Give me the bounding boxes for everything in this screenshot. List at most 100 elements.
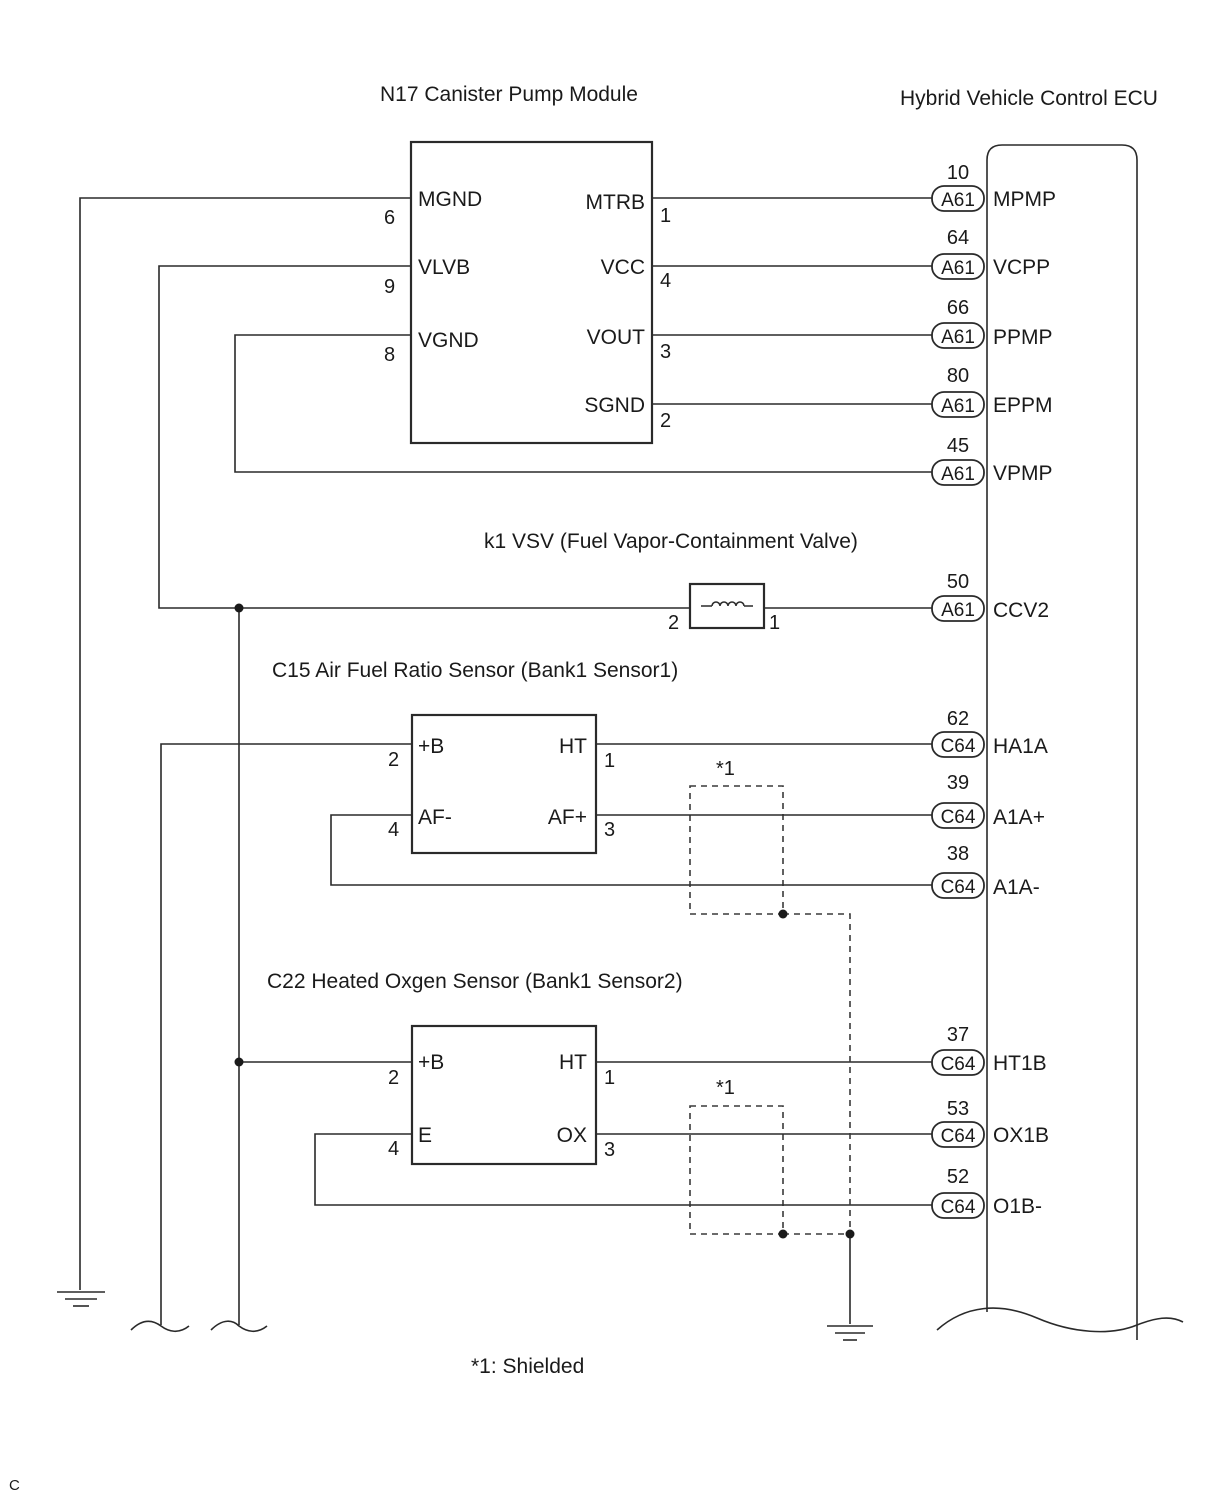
junction-dot xyxy=(778,1229,788,1239)
wire-af-afminus-a1aminus xyxy=(330,814,934,886)
ecu-break-line xyxy=(936,1307,1184,1333)
junction-dot xyxy=(234,603,244,613)
o2-pin-b: +B xyxy=(418,1051,444,1074)
pump-pin-vgnd-num: 8 xyxy=(384,344,395,366)
terminal-number: 38 xyxy=(947,843,969,865)
af-shield-drain xyxy=(783,913,851,1234)
terminal-name: HA1A xyxy=(993,735,1048,758)
connector-label: A61 xyxy=(941,258,975,279)
terminal-name: A1A+ xyxy=(993,806,1045,829)
ecu-title: Hybrid Vehicle Control ECU xyxy=(900,87,1158,110)
o2-pin-b-num: 2 xyxy=(388,1067,399,1089)
terminal-name: EPPM xyxy=(993,394,1053,417)
terminal-number: 64 xyxy=(947,227,969,249)
pump-pin-vgnd: VGND xyxy=(418,329,479,352)
pump-pin-mtrb: MTRB xyxy=(586,191,646,214)
connector-label: A61 xyxy=(941,396,975,417)
terminal-number: 50 xyxy=(947,571,969,593)
pump-module-title: N17 Canister Pump Module xyxy=(380,83,638,106)
ecu-terminal-ccv2: A61 50 CCV2 xyxy=(931,571,1049,622)
terminal-name: VCPP xyxy=(993,256,1050,279)
af-pin-b: +B xyxy=(418,735,444,758)
terminal-number: 80 xyxy=(947,365,969,387)
pump-pin-mgnd: MGND xyxy=(418,188,482,211)
pump-pin-sgnd-num: 2 xyxy=(660,410,671,432)
connector-label: A61 xyxy=(941,600,975,621)
o2-shield xyxy=(689,1105,784,1235)
ecu-terminal-mpmp: A61 10 MPMP xyxy=(931,162,1056,212)
pump-pin-vlvb-num: 9 xyxy=(384,276,395,298)
o2-pin-ht: HT xyxy=(559,1051,587,1074)
terminal-number: 10 xyxy=(947,162,969,184)
connector-label: C64 xyxy=(941,1126,976,1147)
ground-icon xyxy=(827,1325,873,1341)
connector-label: C64 xyxy=(941,1054,976,1075)
wire-af-b-supply xyxy=(160,743,412,1325)
af-shield-mark: *1 xyxy=(716,758,735,780)
connector-label: A61 xyxy=(941,190,975,211)
terminal-name: OX1B xyxy=(993,1124,1049,1147)
wire-break-icon xyxy=(210,1320,268,1333)
terminal-number: 53 xyxy=(947,1098,969,1120)
o2-sensor-title: C22 Heated Oxgen Sensor (Bank1 Sensor2) xyxy=(267,970,683,993)
ecu-terminal-o1bminus: C64 52 O1B- xyxy=(931,1166,1042,1219)
terminal-number: 39 xyxy=(947,772,969,794)
connector-label: C64 xyxy=(941,877,976,898)
o2-sensor-box xyxy=(410,1024,598,1166)
ecu-terminal-vcpp: A61 64 VCPP xyxy=(931,227,1050,280)
connector-badge xyxy=(931,731,985,758)
terminal-number: 37 xyxy=(947,1024,969,1046)
af-pin-afminus-num: 4 xyxy=(388,819,399,841)
connector-badge xyxy=(931,185,985,212)
terminal-name: HT1B xyxy=(993,1052,1047,1075)
ecu-terminal-ha1a: C64 62 HA1A xyxy=(931,708,1048,758)
ecu-terminal-vpmp: A61 45 VPMP xyxy=(931,435,1053,486)
connector-label: A61 xyxy=(941,464,975,485)
connector-badge xyxy=(931,459,985,486)
connector-badge xyxy=(931,872,985,899)
connector-label: C64 xyxy=(941,807,976,828)
connector-label: A61 xyxy=(941,327,975,348)
terminal-name: A1A- xyxy=(993,876,1040,899)
af-pin-afminus: AF- xyxy=(418,806,452,829)
af-pin-afplus-num: 3 xyxy=(604,819,615,841)
terminal-number: 52 xyxy=(947,1166,969,1188)
ecu-terminal-ox1b: C64 53 OX1B xyxy=(931,1098,1049,1148)
o2-pin-ht-num: 1 xyxy=(604,1067,615,1089)
pump-pin-vout: VOUT xyxy=(587,326,646,349)
connector-label: C64 xyxy=(941,1197,976,1218)
connector-badge xyxy=(931,802,985,829)
shield-legend: *1: Shielded xyxy=(471,1355,584,1378)
terminal-number: 66 xyxy=(947,297,969,319)
ecu-terminal-ht1b: C64 37 HT1B xyxy=(931,1024,1047,1076)
pump-pin-vlvb: VLVB xyxy=(418,256,470,279)
o2-pin-e: E xyxy=(418,1124,432,1147)
junction-dot xyxy=(845,1229,855,1239)
wire-mgnd-ground xyxy=(79,197,411,1290)
terminal-name: CCV2 xyxy=(993,599,1049,622)
connector-badge xyxy=(931,1192,985,1219)
pump-pin-vcc: VCC xyxy=(601,256,645,279)
connector-badge xyxy=(931,391,985,418)
ecu-terminal-a1aplus: C64 39 A1A+ xyxy=(931,772,1045,829)
o2-shield-mark: *1 xyxy=(716,1077,735,1099)
o2-pin-ox-num: 3 xyxy=(604,1139,615,1161)
connector-badge xyxy=(931,1121,985,1148)
af-sensor-title: C15 Air Fuel Ratio Sensor (Bank1 Sensor1… xyxy=(272,659,678,682)
connector-badge xyxy=(931,322,985,349)
ecu-terminal-eppm: A61 80 EPPM xyxy=(931,365,1053,418)
terminal-name: MPMP xyxy=(993,188,1056,211)
connector-badge xyxy=(931,253,985,280)
pump-module-box xyxy=(409,140,654,445)
connector-label: C64 xyxy=(941,736,976,757)
ground-icon xyxy=(57,1291,105,1307)
af-pin-b-num: 2 xyxy=(388,749,399,771)
ecu-terminal-ppmp: A61 66 PPMP xyxy=(931,297,1053,349)
pump-pin-vcc-num: 4 xyxy=(660,270,671,292)
terminal-name: O1B- xyxy=(993,1195,1042,1218)
af-pin-ht-num: 1 xyxy=(604,750,615,772)
terminal-number: 62 xyxy=(947,708,969,730)
junction-dot xyxy=(778,909,788,919)
af-pin-afplus: AF+ xyxy=(548,806,587,829)
